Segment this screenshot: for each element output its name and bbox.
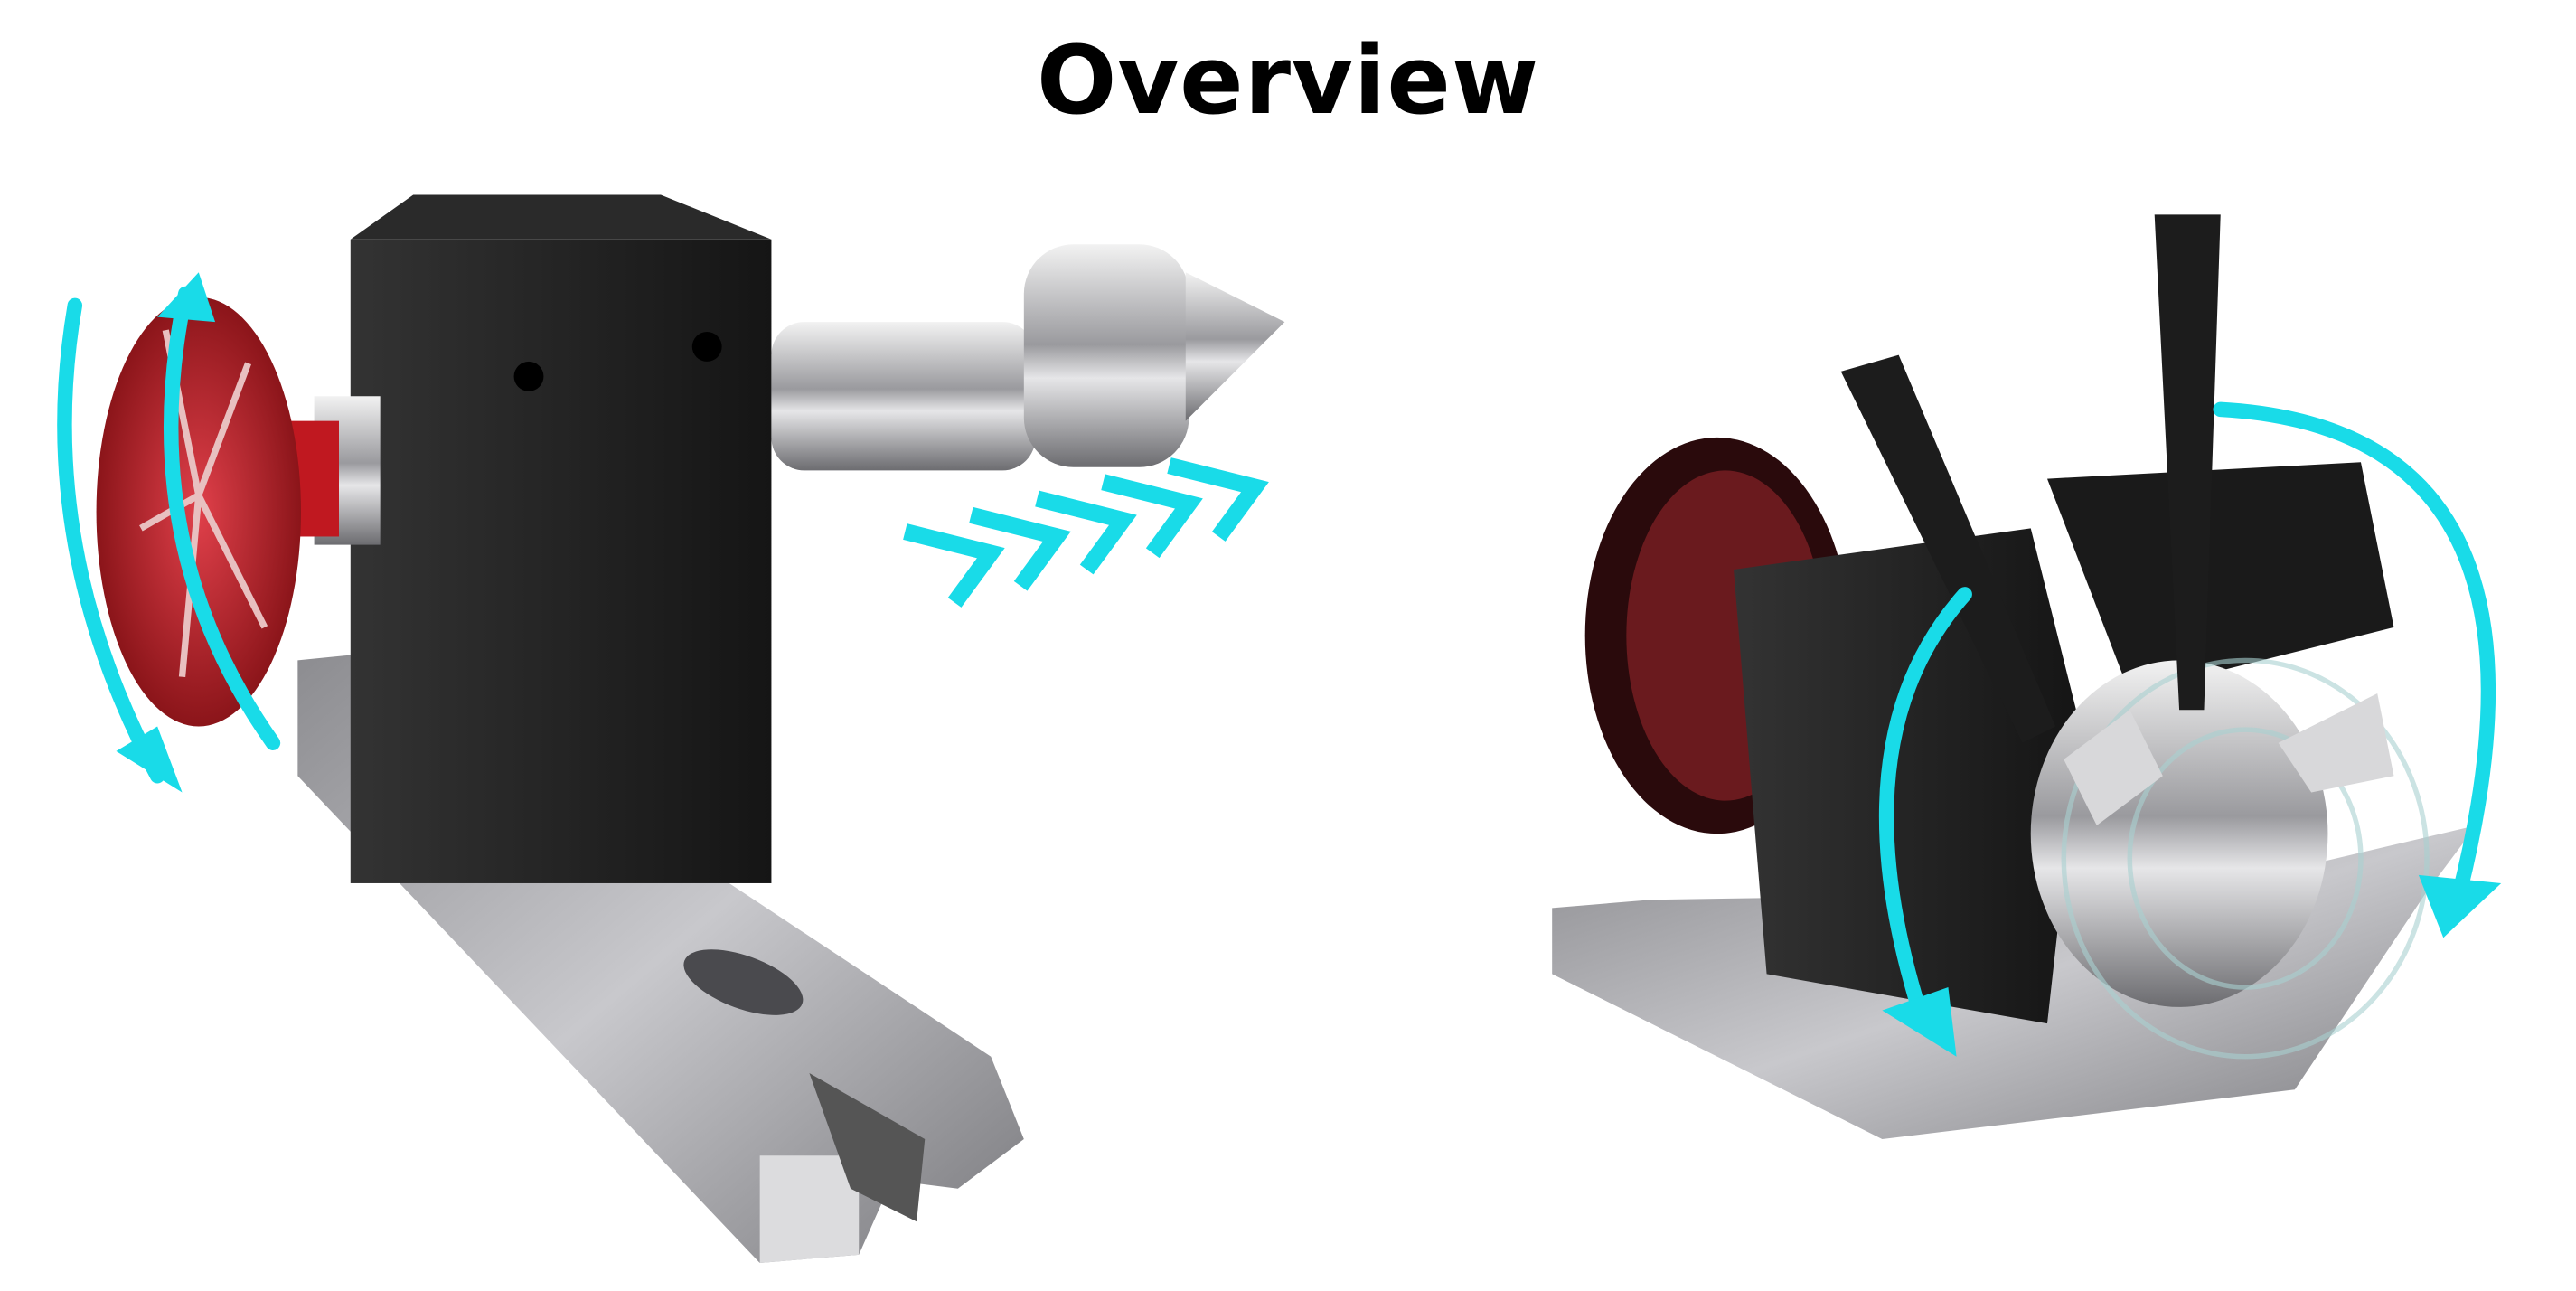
rotary-chuck (1552, 214, 2502, 1139)
rotate-right-arrow-icon (2213, 401, 2502, 938)
tailstock (57, 194, 1285, 1263)
fork-slot (809, 1072, 926, 1222)
slot-hole (683, 949, 804, 1015)
chuck-handle (1840, 214, 2221, 743)
forward-chevrons-icon (903, 457, 1269, 608)
rotate-left-arrow-icon (1878, 587, 1972, 1057)
handwheel-knob (96, 297, 301, 727)
chuck (2030, 660, 2328, 1007)
stepper-motor (2047, 462, 2394, 693)
rotate-knob-arrow-icon (57, 272, 281, 793)
page-title: Overview (1036, 25, 1540, 136)
